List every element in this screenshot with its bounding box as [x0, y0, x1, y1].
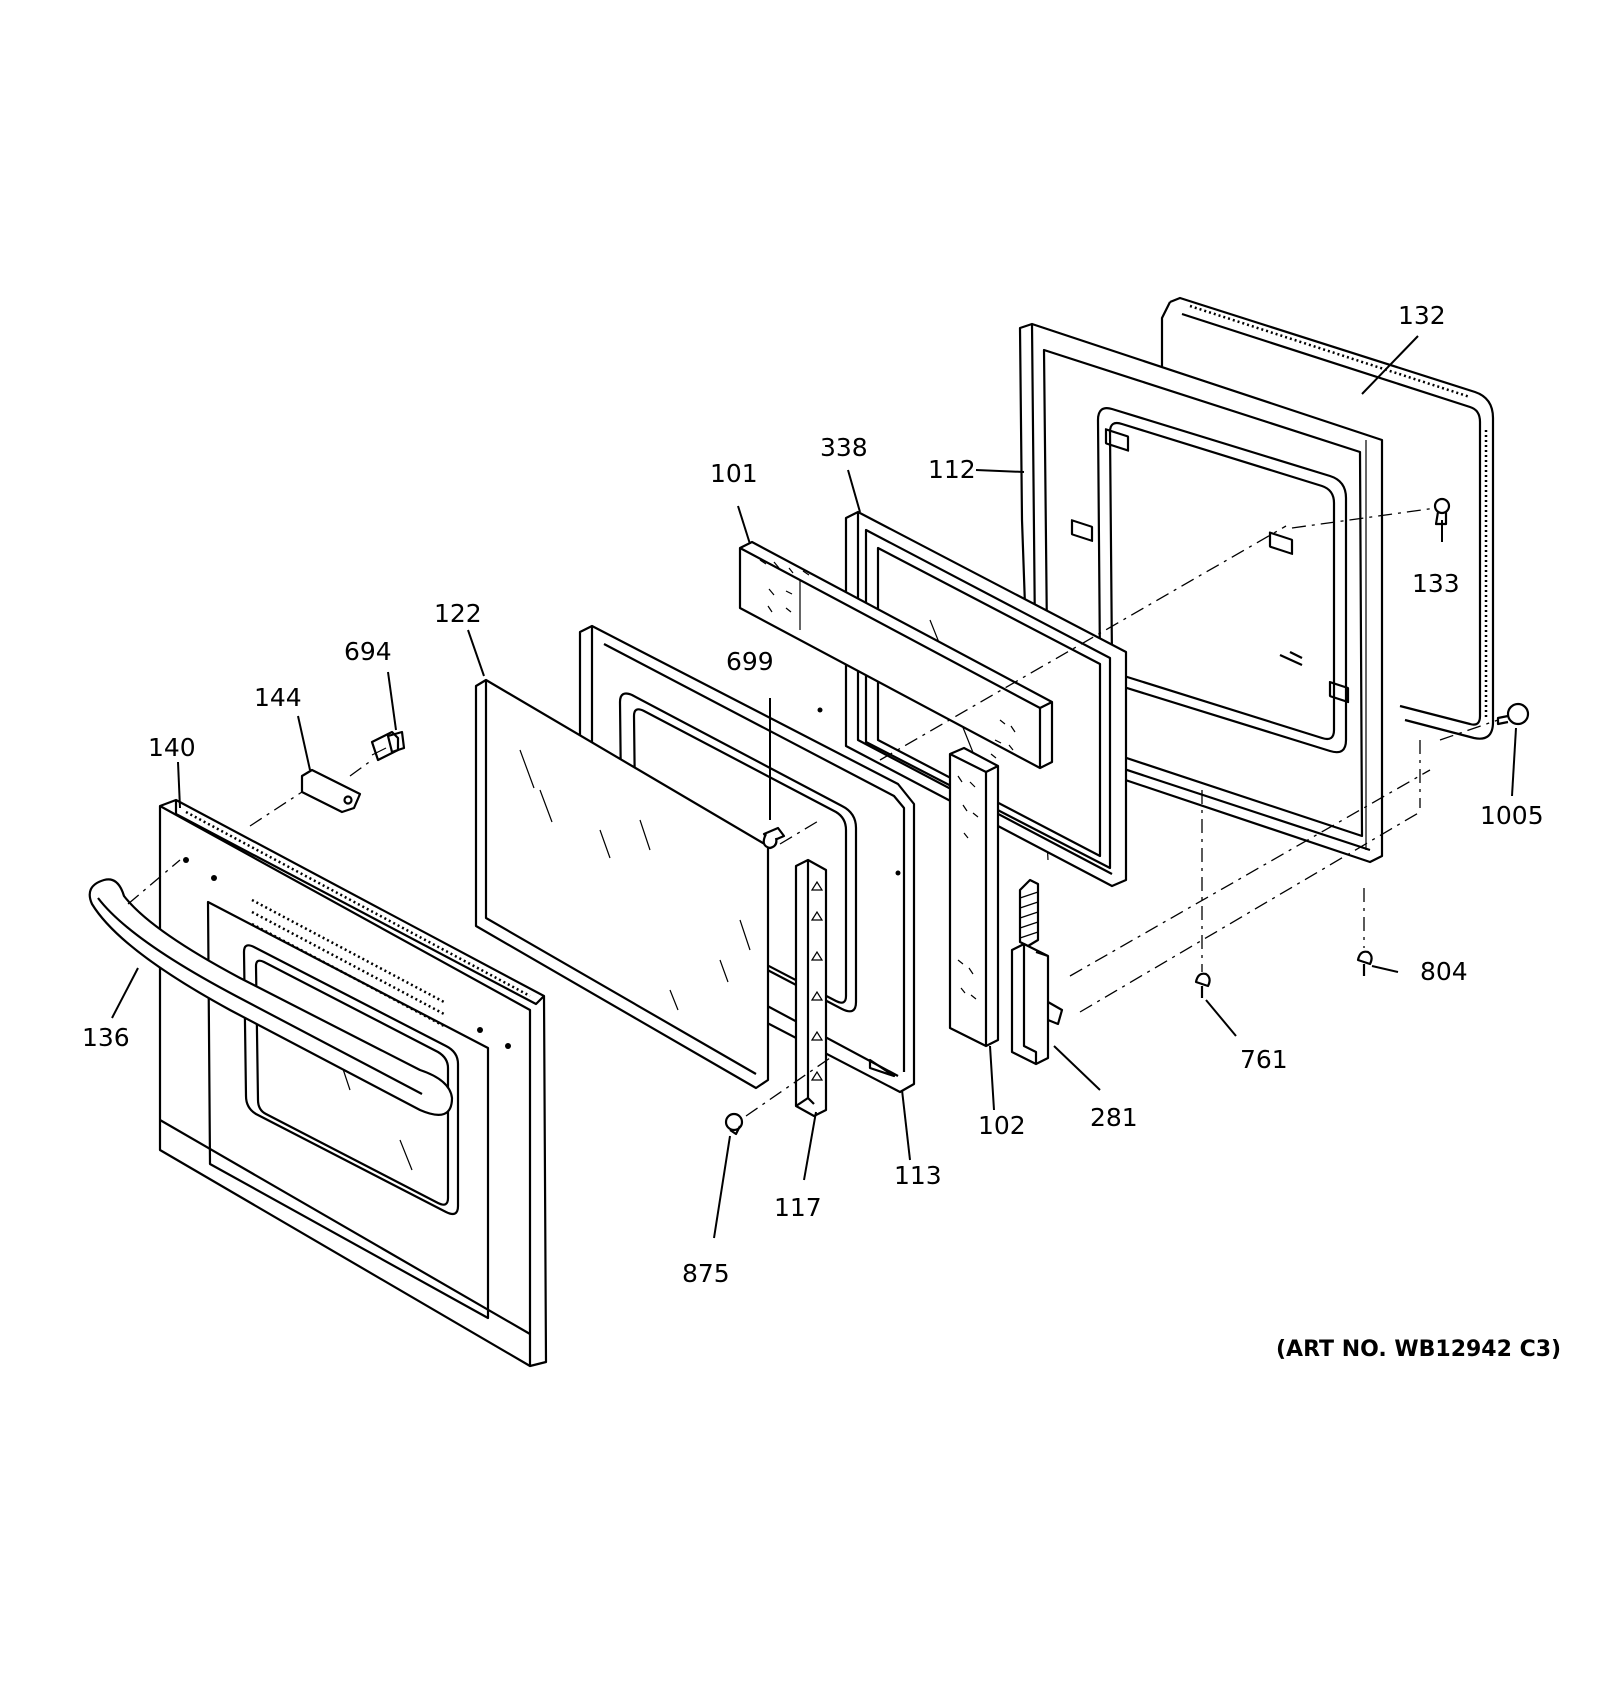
assembly-lines — [127, 507, 1499, 1117]
callout-132: 132 — [1398, 301, 1446, 330]
callout-1005: 1005 — [1480, 801, 1544, 830]
part-761-screw — [1194, 972, 1211, 998]
callout-labels: 132 112 338 101 133 699 122 694 144 140 … — [82, 301, 1544, 1288]
part-875-screw — [724, 1112, 744, 1136]
part-122-outer-glass — [474, 678, 770, 1090]
part-132-door-gasket — [1160, 296, 1495, 740]
callout-117: 117 — [774, 1193, 822, 1222]
part-136-door-handle — [88, 878, 454, 1116]
part-1005-screw — [1496, 702, 1530, 726]
part-144-bracket — [300, 768, 362, 814]
callout-113: 113 — [894, 1161, 942, 1190]
part-140-outer-door-panel — [158, 798, 548, 1368]
part-699-screw — [762, 826, 786, 850]
art-number: (ART NO. WB12942 C3) — [1276, 1337, 1561, 1362]
callout-338: 338 — [820, 433, 868, 462]
callout-112: 112 — [928, 455, 976, 484]
callout-136: 136 — [82, 1023, 130, 1052]
callout-699: 699 — [726, 647, 774, 676]
callout-804: 804 — [1420, 957, 1468, 986]
part-804-screw — [1356, 950, 1373, 976]
callout-144: 144 — [254, 683, 302, 712]
part-694-screw — [370, 730, 406, 762]
callout-133: 133 — [1412, 569, 1460, 598]
callout-281: 281 — [1090, 1103, 1138, 1132]
leader-lines — [111, 335, 1517, 1239]
callout-140: 140 — [148, 733, 196, 762]
part-102-insulation-side — [948, 746, 1000, 1048]
part-117-hinge-channel — [794, 858, 828, 1118]
callout-761: 761 — [1240, 1045, 1288, 1074]
part-281-door-hinge — [1010, 878, 1064, 1066]
callout-122: 122 — [434, 599, 482, 628]
callout-101: 101 — [710, 459, 758, 488]
callout-102: 102 — [978, 1111, 1026, 1140]
part-101-insulation-top — [738, 540, 1054, 770]
callout-875: 875 — [682, 1259, 730, 1288]
callout-694: 694 — [344, 637, 392, 666]
